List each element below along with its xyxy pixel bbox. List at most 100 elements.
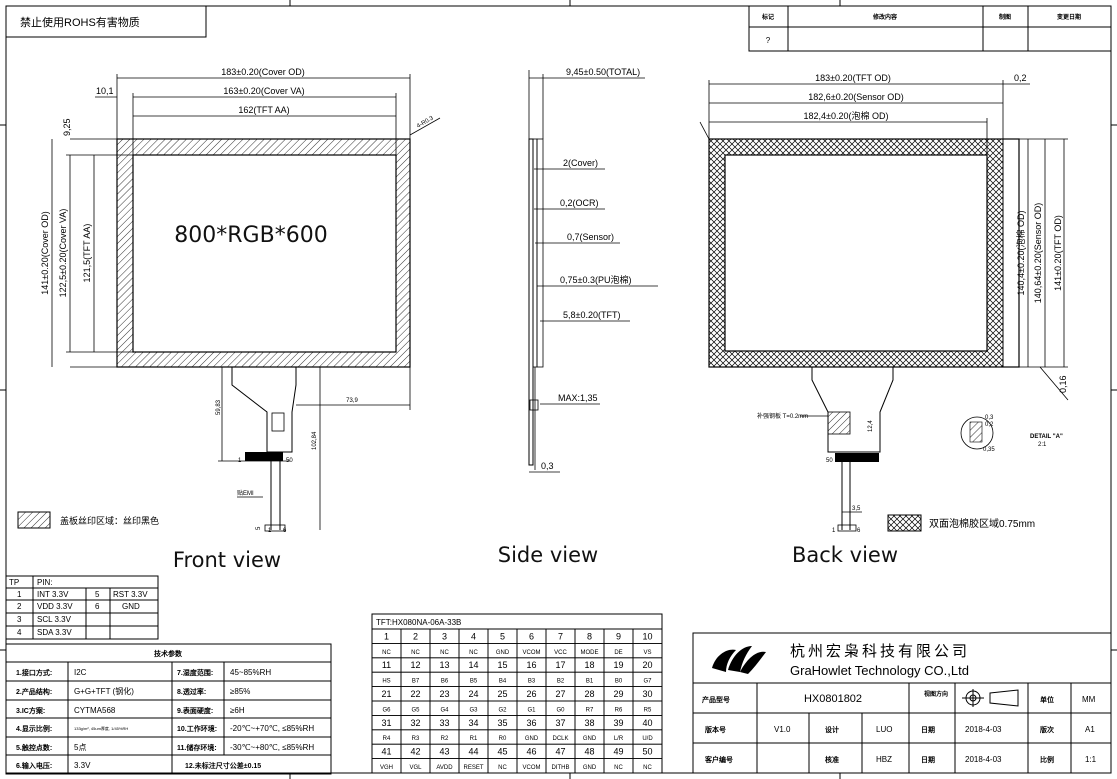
back-fpc-connector [835,453,879,462]
pinout-signal: B6 [441,679,449,685]
tb-label-date: 日期 [921,725,935,734]
revision-table [748,5,1112,52]
dim-cover-va-height: 122,5±0.20(Cover VA) [58,209,68,298]
dim-fpc-thickness: 0,3 [541,461,554,471]
title-block-grid [692,632,1112,774]
side-view: 9,45±0.50(TOTAL) 2(Cover) 0,2(OCR) 0,7(S… [498,67,658,567]
stiffener-label: 补强钢板 T=0.2mm [757,412,808,420]
param-cell: 8.透过率: [177,687,206,696]
dim-back-fpc-width: 12,4 [868,420,874,432]
tp-cell: RST 3.3V [113,590,148,599]
back-pin6: 6 [857,528,861,534]
tp-cell: SCL 3.3V [37,615,72,624]
pinout-pin-number: 5 [500,631,505,641]
pinout-pin-number: 27 [555,689,565,699]
tp-header: TP [9,578,19,587]
pinout-signal: NC [498,765,507,771]
param-cell: ≥85% [230,687,250,696]
pinout-signal: R2 [441,736,449,742]
pinout-pin-number: 31 [381,718,391,728]
dim-tft-aa-width: 162(TFT AA) [238,105,289,115]
foam-legend-text: 双面泡棉胶区域0.75mm [929,517,1035,530]
back-view-caption: Back view [792,543,898,567]
param-cell: -30℃~+80℃, ≤85%RH [230,743,314,752]
pinout-pin-number: 43 [439,747,449,757]
rev-col-date: 变更日期 [1057,13,1081,21]
pinout-signal: G1 [527,707,536,713]
param-cell: 10.工作环境: [177,724,217,733]
pinout-pin-number: 3 [442,631,447,641]
tb-version: V1.0 [774,725,791,734]
param-cell: CYTMA568 [74,706,116,715]
pinout-pin-number: 7 [558,631,563,641]
detail-dim-02: 0,2 [985,422,994,428]
note-box [5,5,207,38]
tp-cell: VDD 3.3V [37,602,73,611]
dim-sensor-od-width: 182,6±0.20(Sensor OD) [808,92,904,102]
pinout-signal: VS [643,650,651,656]
pinout-signal: G4 [440,707,449,713]
pinout-pin-number: 35 [497,718,507,728]
pinout-pin-number: 10 [642,631,652,641]
pinout-signal: NC [469,650,478,656]
pinout-pin-number: 49 [613,747,623,757]
pinout-pin-number: 38 [584,718,594,728]
pinout-signal: B7 [412,679,420,685]
param-cell: G+G+TFT (钢化) [74,686,134,696]
dim-sensor-od-height: 140,64±0.20(Sensor OD) [1033,203,1043,304]
param-cell: -20℃~+70℃, ≤85%RH [230,724,314,733]
tb-part-number: HX0801802 [804,693,862,705]
param-cell: 3.3V [74,761,91,770]
param-cell: 11.储存环境: [177,743,217,752]
pinout-signal: GND [583,765,597,771]
front-fpc-outline [231,367,297,453]
detail-label: DETAIL "A" [1030,434,1063,440]
rev-col-content: 修改内容 [872,13,897,21]
rohs-note: 禁止使用ROHS有害物质 [20,15,140,29]
tft-pinout-title: TFT:HX080NA-06A-33B [376,618,461,627]
company-logo [712,646,766,674]
dim-max: MAX:1,35 [558,393,598,403]
pinout-pin-number: 28 [584,689,594,699]
tb-label-version: 版本号 [705,725,726,734]
tp-cell: 4 [17,628,22,637]
pinout-pin-number: 4 [471,631,476,641]
rev-col-mark: 标记 [761,13,774,21]
back-fpc-outline [811,367,894,453]
tb-date2: 2018-4-03 [965,755,1002,764]
tb-label-revision: 版次 [1040,725,1054,734]
pinout-pin-number: 44 [468,747,478,757]
tp-cell: 3 [17,615,22,624]
pinout-signal: HS [382,679,390,685]
tp-cell: 6 [95,602,100,611]
pinout-pin-number: 20 [642,660,652,670]
dim-tft-aa-height: 121,5(TFT AA) [82,224,92,283]
pinout-pin-number: 18 [584,660,594,670]
tp-header-pin: PIN: [37,578,53,587]
param-cell: 9.表面硬度: [177,706,213,715]
dim-gap: 0,2 [1014,73,1027,83]
dim-cover-va-width: 163±0.20(Cover VA) [223,86,304,96]
pinout-pin-number: 15 [497,660,507,670]
tb-designer: LUO [876,725,892,734]
dim-left-offset: 10,1 [96,86,114,96]
pinout-pin-number: 34 [468,718,478,728]
pinout-signal: GND [525,736,539,742]
pinout-signal: R0 [499,736,507,742]
emi-label: 贴EMI [237,489,254,497]
param-cell: 3.IC方案: [16,706,45,715]
rev-row-mark: ? [766,36,771,45]
tb-label-view: 视图方向 [924,690,948,698]
pinout-pin-number: 30 [642,689,652,699]
param-cell: 5点 [74,743,86,752]
pinout-signal: RESET [463,765,483,771]
dim-tail-5: 5 [256,526,262,530]
pinout-signal: R3 [412,736,420,742]
pinout-pin-number: 11 [382,660,391,670]
front-active-area [132,154,397,353]
pinout-pin-number: 1 [384,631,389,641]
param-cell: ≥6H [230,706,245,715]
param-cell: 4.显示比例: [16,724,52,733]
pinout-signal: R7 [586,707,594,713]
